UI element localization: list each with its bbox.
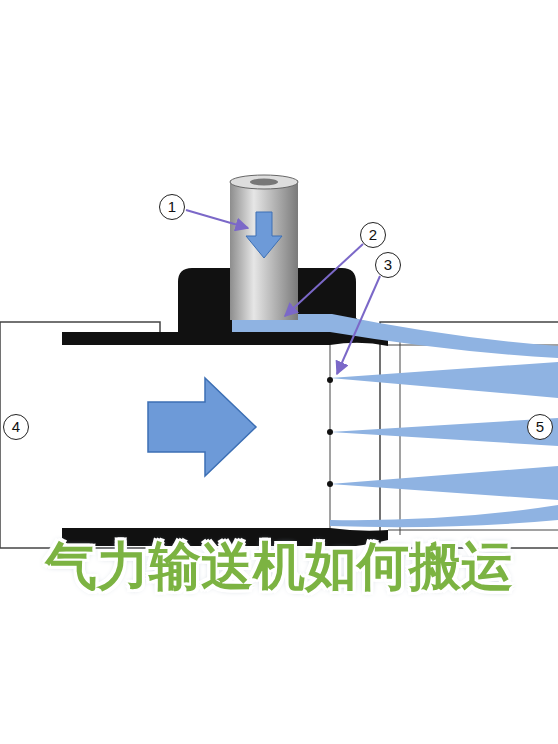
callout-number: 5 bbox=[527, 414, 553, 440]
callout-number: 4 bbox=[3, 414, 29, 440]
callout-number: 3 bbox=[375, 252, 401, 278]
callout-number: 1 bbox=[159, 194, 185, 220]
callout-number: 2 bbox=[360, 222, 386, 248]
title-text: 气力输送机如何搬运 bbox=[25, 528, 533, 604]
